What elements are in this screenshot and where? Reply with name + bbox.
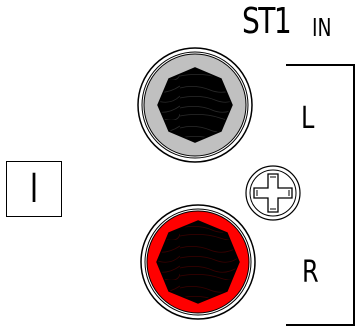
section-title-sub: IN [312, 13, 332, 42]
left-channel-label: L [301, 101, 315, 136]
right-channel-label: R [302, 255, 319, 290]
channel-bracket [286, 64, 355, 326]
channel-number-label: I [29, 166, 39, 212]
left-input-jack[interactable] [137, 47, 253, 163]
right-input-jack[interactable] [140, 204, 256, 320]
channel-number-box: I [6, 161, 62, 217]
right-jack-core [156, 220, 240, 304]
phillips-screw-icon [245, 165, 301, 221]
section-title: ST1 IN [242, 1, 332, 42]
left-jack-core [157, 67, 233, 143]
section-title-main: ST1 [242, 1, 292, 42]
